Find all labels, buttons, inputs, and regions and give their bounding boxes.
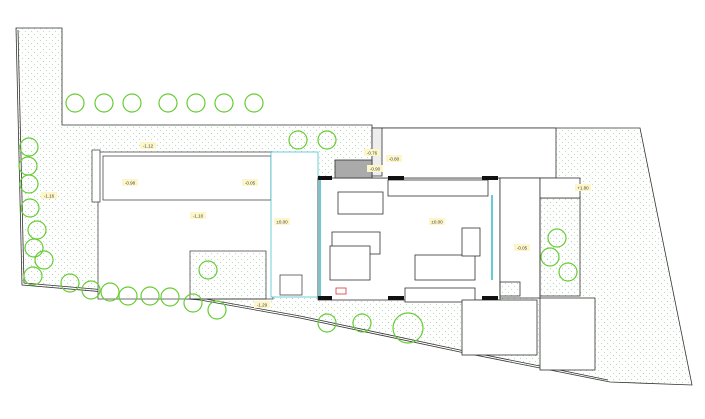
svg-text:-1.16: -1.16	[44, 194, 55, 199]
house	[317, 127, 596, 371]
tree-icon	[19, 174, 39, 194]
tree-icon	[392, 312, 424, 344]
tree-icon	[288, 130, 308, 150]
tree-icon	[317, 313, 337, 333]
level-tag: -1.10	[190, 212, 206, 219]
level-tag: -0.05	[242, 179, 258, 186]
tree-icon	[158, 93, 178, 113]
tree-icon	[23, 266, 43, 286]
svg-text:-1.29: -1.29	[257, 303, 268, 308]
svg-text:-0.98: -0.98	[125, 181, 136, 186]
level-tag: -0.76	[364, 149, 380, 156]
tree-icon	[198, 260, 218, 280]
svg-text:-0.05: -0.05	[245, 181, 256, 186]
tree-icon	[558, 262, 578, 282]
level-tag: -0.90	[367, 165, 383, 172]
pool-terrace	[91, 149, 319, 300]
tree-icon	[94, 93, 114, 113]
tree-icon	[19, 137, 39, 157]
tree-icon	[60, 273, 80, 293]
tree-icon	[547, 228, 567, 248]
tree-icon	[207, 300, 227, 320]
svg-text:±0.00: ±0.00	[431, 220, 443, 225]
level-tag: ±0.00	[274, 218, 290, 225]
trees	[18, 93, 578, 344]
level-tag: -0.80	[386, 155, 402, 162]
level-tag: -1.16	[41, 192, 57, 199]
tree-icon	[352, 313, 372, 333]
level-tag: -0.05	[514, 244, 530, 251]
level-tag: -0.98	[122, 179, 138, 186]
tree-icon	[160, 287, 180, 307]
level-tag: -1.12	[140, 142, 156, 149]
svg-text:±0.00: ±0.00	[276, 220, 288, 225]
svg-text:-0.76: -0.76	[367, 151, 378, 156]
svg-text:-0.05: -0.05	[517, 246, 528, 251]
level-tags: -1.12 -0.98 -0.05 -1.10 ±0.00 -1.29 -0.80 -0.90…	[41, 142, 591, 308]
svg-text:-0.90: -0.90	[370, 167, 381, 172]
tree-icon	[244, 93, 264, 113]
tree-icon	[81, 280, 101, 300]
svg-text:-1.12: -1.12	[143, 144, 154, 149]
level-tag: ±0.00	[429, 218, 445, 225]
tree-icon	[20, 198, 40, 218]
tree-icon	[24, 238, 44, 258]
tree-icon	[186, 93, 206, 113]
tree-icon	[65, 93, 85, 113]
svg-text:-0.80: -0.80	[389, 157, 400, 162]
tree-icon	[214, 93, 234, 113]
tree-icon	[100, 282, 120, 302]
tree-icon	[317, 130, 337, 150]
tree-icon	[183, 293, 203, 313]
svg-text:+1.80: +1.80	[577, 186, 589, 191]
tree-icon	[34, 250, 54, 270]
tree-icon	[540, 247, 560, 267]
svg-text:-1.10: -1.10	[193, 214, 204, 219]
tree-icon	[122, 93, 142, 113]
level-tag: +1.80	[575, 184, 591, 191]
tree-icon	[118, 286, 138, 306]
tree-icon	[140, 286, 160, 306]
level-tag: -1.29	[254, 301, 270, 308]
